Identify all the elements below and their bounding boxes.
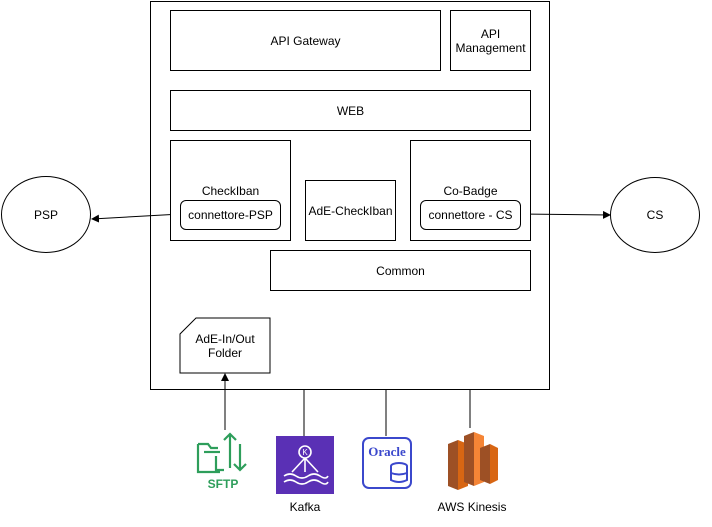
oracle-icon-text: Oracle xyxy=(368,444,406,459)
ade-folder-label: AdE-In/Out Folder xyxy=(195,332,255,360)
psp-connector-arrow xyxy=(91,213,182,223)
connettore-psp-box: connettore-PSP xyxy=(180,200,281,230)
connettore-psp-label: connettore-PSP xyxy=(188,208,273,222)
aws-kinesis-label: AWS Kinesis xyxy=(437,500,507,514)
web-label: WEB xyxy=(336,103,365,118)
cs-connector-arrow xyxy=(519,210,611,219)
ade-checkiban-label: AdE-CheckIban xyxy=(308,203,393,218)
system-container xyxy=(150,1,550,390)
cs-node: CS xyxy=(610,177,700,253)
checkiban-label: CheckIban xyxy=(201,184,260,198)
kafka-label: Kafka xyxy=(289,500,321,514)
common-label: Common xyxy=(376,263,425,278)
psp-label: PSP xyxy=(33,207,58,222)
cs-label: CS xyxy=(646,208,664,222)
api-gateway-label: API Gateway xyxy=(270,33,341,48)
aws-kinesis-icon xyxy=(444,428,500,494)
sftp-icon-text: SFTP xyxy=(208,477,239,491)
sftp-icon: SFTP xyxy=(194,430,252,492)
api-gateway-box: API Gateway xyxy=(170,10,441,71)
kafka-icon: K xyxy=(276,436,334,494)
svg-text:K: K xyxy=(302,448,308,457)
connettore-cs-box: connettore - CS xyxy=(420,200,521,230)
cobadge-label: Co-Badge xyxy=(443,184,498,198)
api-management-box: API Management xyxy=(450,10,531,71)
common-box: Common xyxy=(270,250,531,291)
oracle-icon: Oracle xyxy=(361,436,413,490)
ade-checkiban-box: AdE-CheckIban xyxy=(305,180,396,241)
psp-node: PSP xyxy=(1,176,91,253)
web-box: WEB xyxy=(170,90,531,131)
api-management-label: API Management xyxy=(455,26,526,55)
connettore-cs-label: connettore - CS xyxy=(428,208,513,222)
